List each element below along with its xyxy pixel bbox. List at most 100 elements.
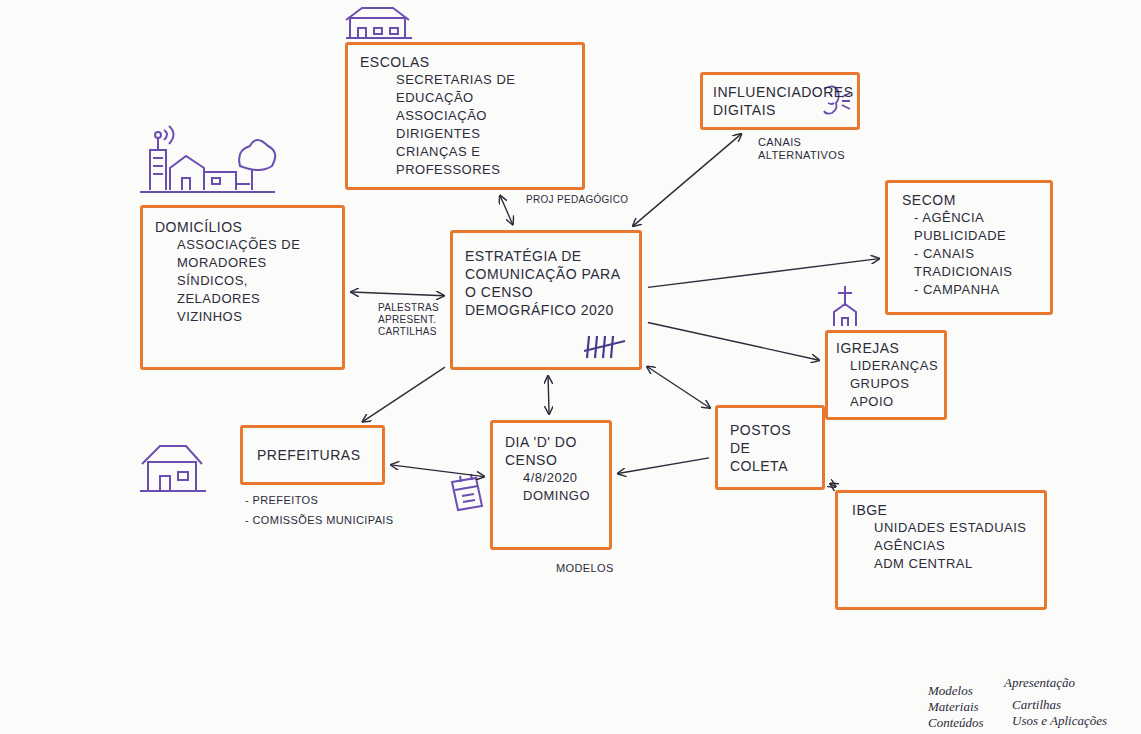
connector-arrow [830, 484, 836, 487]
homes-icon-stroke [239, 140, 275, 170]
calendar-icon [452, 474, 482, 510]
process-box: ESCOLASSECRETARIAS DE EDUCAÇÃOASSOCIAÇÃO… [345, 42, 585, 190]
town-hall-icon-stroke [142, 446, 202, 464]
annotation-label: CANAIS ALTERNATIVOS [758, 136, 850, 162]
box-text: - CANAIS TRADICIONAIS [914, 245, 1042, 281]
process-box: DIA 'D' DO CENSO4/8/2020DOMINGO [490, 420, 612, 550]
box-text: SECRETARIAS DE EDUCAÇÃO [396, 71, 570, 107]
town-hall-icon-stroke [160, 476, 170, 490]
connector-arrow [351, 292, 444, 296]
box-text: 4/8/2020 [523, 469, 601, 487]
box-text: GRUPOS APOIO [850, 375, 936, 411]
calendar-icon-stroke [455, 486, 478, 490]
box-text: - AGÊNCIA PUBLICIDADE [914, 209, 1042, 245]
annotation-label: MODELOS [556, 562, 636, 575]
school-icon-stroke [374, 28, 382, 34]
connector-arrow [618, 458, 709, 474]
school-icon-stroke [350, 18, 405, 38]
box-heading: IGREJAS [836, 339, 936, 357]
school-icon-stroke [346, 37, 412, 39]
connector-arrow [633, 134, 741, 226]
process-box: SECOM- AGÊNCIA PUBLICIDADE- CANAIS TRADI… [885, 180, 1053, 315]
homes-icon-stroke [236, 183, 250, 185]
process-box: IBGEUNIDADES ESTADUAISAGÊNCIASADM CENTRA… [835, 490, 1047, 610]
handwritten-note: Modelos [928, 684, 998, 697]
connector-arrow [647, 367, 710, 408]
influencer-face-stroke [828, 95, 834, 104]
process-box: PREFEITURAS [240, 425, 385, 485]
box-text: AGÊNCIAS [874, 537, 1034, 555]
handwritten-note: Apresentação [1004, 676, 1124, 689]
box-text: UNIDADES ESTADUAIS [874, 519, 1034, 537]
box-text: ASSOCIAÇÕES DE MORADORES [177, 236, 332, 272]
connector-arrow [391, 465, 484, 477]
box-heading: SECOM [902, 191, 1042, 209]
box-text: - CAMPANHA [914, 281, 1042, 299]
homes-icon [140, 126, 275, 192]
town-hall-icon-stroke [140, 490, 206, 492]
homes-icon-stroke [155, 132, 161, 138]
connector-arrow [363, 367, 445, 422]
tally-stroke [587, 336, 589, 358]
tally-stroke [584, 341, 625, 351]
handwritten-note: Cartilhas [1012, 698, 1122, 711]
homes-icon-stroke [182, 178, 190, 190]
box-text: ADM CENTRAL [874, 555, 1034, 573]
connector-label: PALESTRAS APRESENT. CARTILHAS [376, 301, 448, 339]
influencer-face-stroke [824, 86, 839, 113]
connector-label: PROJ PEDAGÓGICO [524, 193, 648, 207]
tally-stroke [611, 336, 613, 358]
process-box: POSTOS DE COLETA [715, 405, 825, 490]
box-text: LIDERANÇAS [850, 357, 936, 375]
box-text: CRIANÇAS E PROFESSORES [396, 143, 570, 179]
box-heading: PREFEITURAS [257, 446, 372, 464]
homes-icon-stroke [251, 170, 253, 190]
box-text: DOMINGO [523, 487, 601, 505]
church-icon-stroke [834, 304, 856, 326]
school-icon-stroke [346, 8, 409, 20]
box-text: VIZINHOS [177, 308, 332, 326]
church-icon [834, 286, 856, 326]
box-heading: ESCOLAS [360, 53, 570, 71]
tally-marks [583, 333, 629, 361]
homes-icon-stroke [157, 138, 159, 150]
box-text: ASSOCIAÇÃO DIRIGENTES [396, 107, 570, 143]
annotation-label: - PREFEITOS [245, 494, 445, 507]
process-box: DOMICÍLIOSASSOCIAÇÕES DE MORADORESSÍNDIC… [140, 205, 345, 370]
school-icon-stroke [358, 28, 366, 38]
box-heading: DIA 'D' DO CENSO [505, 433, 601, 469]
town-hall-icon-stroke [178, 472, 188, 480]
box-heading: POSTOS DE COLETA [730, 421, 812, 475]
homes-icon-stroke [164, 130, 167, 140]
homes-icon-stroke [170, 156, 204, 190]
connector-arrow [648, 259, 879, 288]
process-box: INFLUENCIADORES DIGITAIS [700, 72, 860, 130]
box-heading: DOMICÍLIOS [155, 218, 332, 236]
homes-icon-stroke [153, 158, 163, 174]
handwritten-note: Usos e Aplicações [1012, 714, 1132, 727]
calendar-icon-stroke [452, 478, 482, 510]
box-heading: IBGE [852, 501, 1034, 519]
connector-arrow [548, 376, 549, 414]
connector-arrow [500, 195, 513, 224]
connector-arrow [648, 322, 819, 360]
influencer-face-stroke [842, 93, 850, 109]
process-box: ESTRATÉGIA DE COMUNICAÇÃO PARA O CENSO D… [450, 230, 642, 370]
box-heading: ESTRATÉGIA DE COMUNICAÇÃO PARA O CENSO D… [465, 247, 629, 319]
school-icon [346, 8, 412, 38]
homes-icon-stroke [212, 178, 220, 184]
church-icon-stroke [842, 318, 848, 326]
box-text: SÍNDICOS, ZELADORES [177, 272, 332, 308]
school-icon-stroke [390, 28, 398, 34]
process-box: IGREJASLIDERANÇASGRUPOS APOIO [825, 330, 947, 420]
box-heading: INFLUENCIADORES DIGITAIS [713, 83, 813, 119]
homes-icon-stroke [150, 150, 166, 190]
homes-icon-stroke [140, 191, 275, 193]
town-hall-icon-stroke [148, 462, 196, 490]
handwritten-note: Materiais [928, 700, 998, 713]
calendar-icon-stroke [462, 494, 475, 502]
town-hall-icon [140, 446, 206, 491]
homes-icon-stroke [204, 172, 236, 190]
annotation-label: - COMISSÕES MUNICIPAIS [245, 514, 465, 527]
